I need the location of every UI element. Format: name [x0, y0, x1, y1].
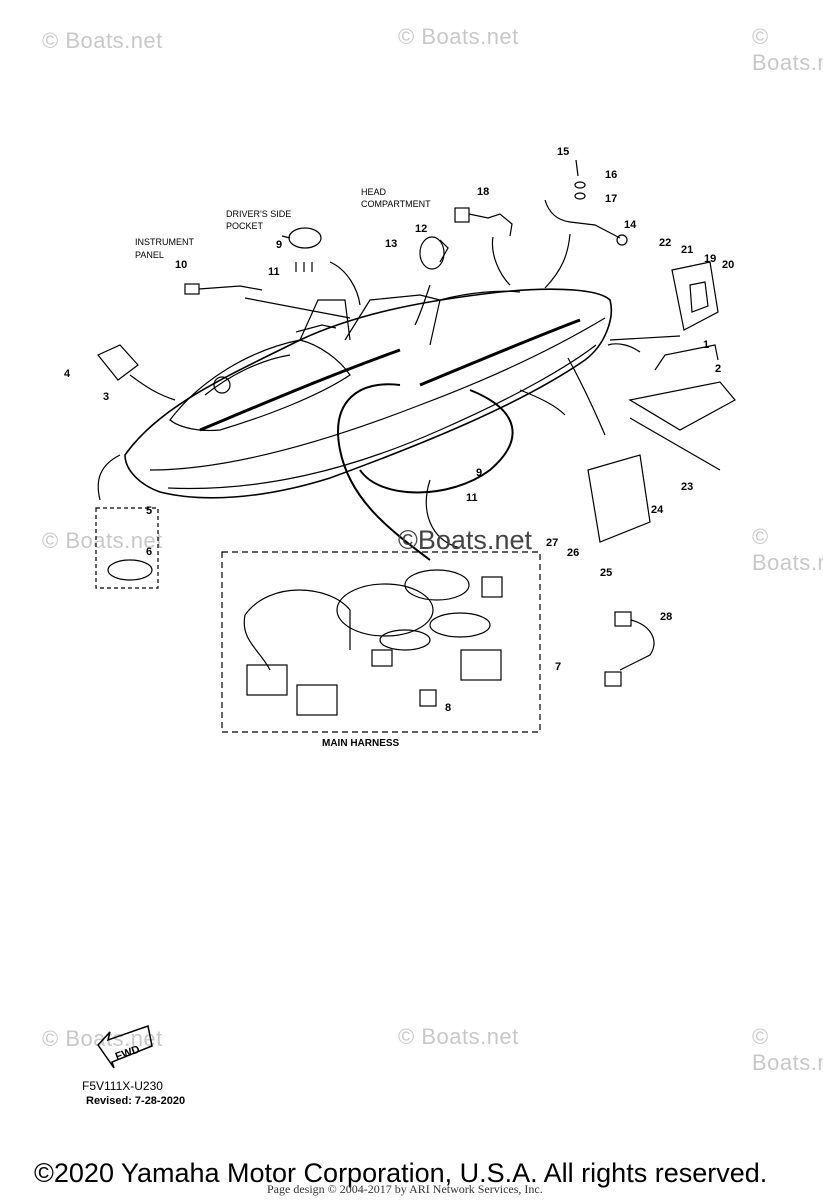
watermark-bottom-right: © Boats.net — [752, 1024, 823, 1075]
callout-28: 28 — [660, 611, 672, 623]
caption-drivers-pocket-2: POCKET — [226, 221, 264, 231]
callout-9-bottom: 9 — [476, 467, 482, 479]
callout-14: 14 — [624, 219, 637, 231]
callout-12: 12 — [415, 223, 427, 235]
caption-instrument-panel-1: INSTRUMENT — [135, 237, 194, 247]
callout-13: 13 — [385, 238, 397, 250]
caption-head-1: HEAD — [361, 187, 387, 197]
callout-17: 17 — [605, 193, 617, 205]
callout-21: 21 — [681, 244, 693, 256]
callout-3: 3 — [103, 391, 109, 403]
diagram-code: F5V111X-U230 — [82, 1079, 163, 1093]
watermark-top-left: © Boats.net — [42, 28, 163, 53]
watermark-bottom-left: © Boats.net — [42, 1026, 163, 1051]
caption-drivers-pocket-1: DRIVER'S SIDE — [226, 209, 291, 219]
leader-curves — [97, 233, 681, 561]
callout-27: 27 — [546, 537, 558, 549]
callout-25: 25 — [600, 567, 612, 579]
callout-11-top: 11 — [268, 266, 280, 278]
boat-hull — [124, 288, 612, 499]
callout-23: 23 — [681, 481, 693, 493]
callout-2: 2 — [715, 363, 721, 375]
caption-instrument-panel-2: PANEL — [135, 250, 164, 260]
callout-1: 1 — [703, 339, 709, 351]
callout-7: 7 — [555, 661, 561, 673]
caption-main-harness: MAIN HARNESS — [322, 738, 400, 749]
main-harness-box — [221, 551, 541, 733]
callout-6: 6 — [146, 546, 152, 558]
fwd-label: FWD — [114, 1043, 142, 1063]
callout-22: 22 — [659, 237, 671, 249]
callout-16: 16 — [605, 169, 617, 181]
callout-11-bottom: 11 — [466, 492, 478, 504]
page-design-credit: Page design © 2004-2017 by ARI Network S… — [267, 1182, 543, 1196]
center-watermark: ©Boats.net — [398, 525, 532, 555]
watermark-mid-right: © Boats.net — [752, 524, 823, 575]
callout-15: 15 — [557, 146, 569, 158]
callout-18: 18 — [477, 186, 489, 198]
caption-head-2: COMPARTMENT — [361, 199, 431, 209]
watermark-mid-left: © Boats.net — [42, 528, 163, 553]
callout-9-top: 9 — [276, 239, 282, 251]
revised-date: Revised: 7-28-2020 — [86, 1095, 186, 1107]
components — [95, 159, 736, 687]
callout-5: 5 — [146, 505, 152, 517]
callout-20: 20 — [722, 259, 734, 271]
callout-10: 10 — [175, 259, 187, 271]
callout-19: 19 — [704, 253, 716, 265]
watermark-top-center: © Boats.net — [398, 24, 519, 49]
callout-4: 4 — [64, 368, 71, 380]
watermark-bottom-center: © Boats.net — [398, 1024, 519, 1049]
callout-8: 8 — [445, 702, 451, 714]
callout-24: 24 — [651, 504, 664, 516]
callout-26: 26 — [567, 547, 579, 559]
fwd-arrow-icon — [97, 1025, 153, 1069]
watermark-top-right: © Boats.net — [752, 24, 823, 75]
copyright: ©2020 Yamaha Motor Corporation, U.S.A. A… — [34, 1158, 768, 1188]
